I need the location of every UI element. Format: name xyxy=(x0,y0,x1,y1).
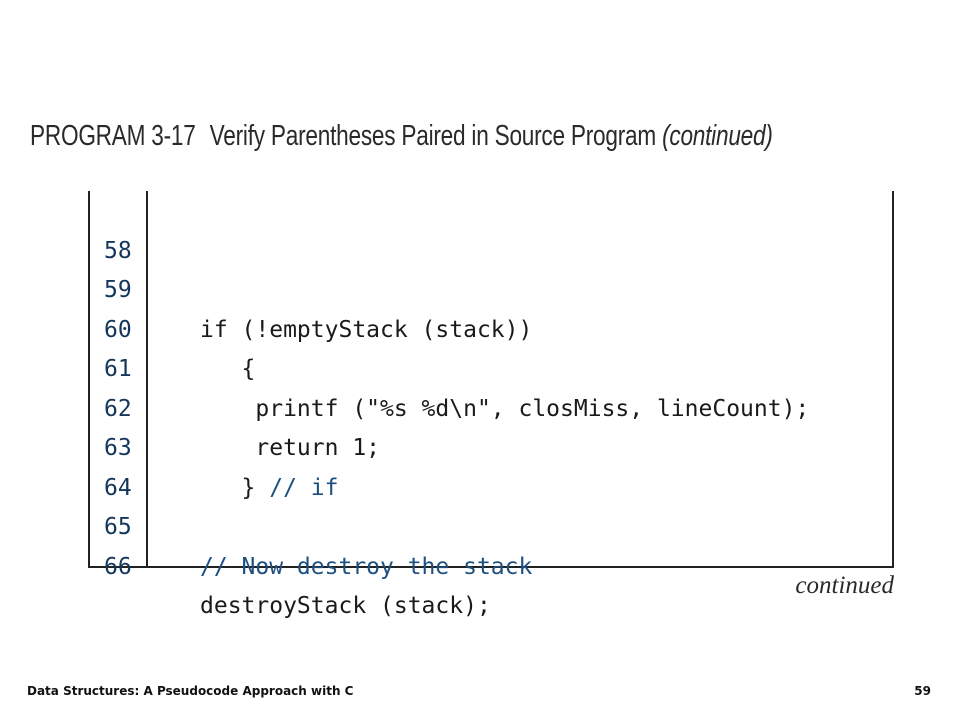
code-listing: 58 59 if (!emptyStack (stack)) 60 { 61 p… xyxy=(88,191,894,620)
code-line: 63 } // if xyxy=(90,390,892,501)
line-number: 59 xyxy=(104,277,132,303)
line-number: 63 xyxy=(104,435,132,461)
line-code: destroyStack (stack); xyxy=(200,593,491,619)
code-line: 64 xyxy=(90,429,892,501)
line-number: 61 xyxy=(104,356,132,382)
footer-page-number: 59 xyxy=(914,684,931,698)
code-line: 59 if (!emptyStack (stack)) xyxy=(90,232,892,343)
gutter-divider xyxy=(146,191,148,566)
line-code: { xyxy=(200,356,256,382)
line-number: 64 xyxy=(104,474,132,501)
line-number: 58 xyxy=(104,237,132,264)
continued-note: continued xyxy=(795,572,894,599)
line-number: 65 xyxy=(104,514,132,540)
code-segment: } xyxy=(200,474,270,501)
code-line: 61 printf ("%s %d\n", closMiss, lineCoun… xyxy=(90,311,892,422)
program-title-suffix: (continued) xyxy=(662,120,773,152)
code-line: 65 // Now destroy the stack xyxy=(90,469,892,580)
code-line: 60 { xyxy=(90,271,892,383)
line-code: printf ("%s %d\n", closMiss, lineCount); xyxy=(200,395,810,422)
line-comment: // Now destroy the stack xyxy=(200,553,533,580)
code-line: 66 destroyStack (stack); xyxy=(90,508,892,620)
line-code: if (!emptyStack (stack)) xyxy=(200,316,533,343)
line-number: 62 xyxy=(104,395,132,422)
inline-comment: // if xyxy=(269,474,339,501)
line-code-with-comment: } // if xyxy=(200,469,339,509)
program-title: Verify Parentheses Paired in Source Prog… xyxy=(209,120,657,152)
line-code: return 1; xyxy=(200,435,381,461)
footer-book-title: Data Structures: A Pseudocode Approach w… xyxy=(27,684,354,698)
program-label: PROGRAM 3-17 xyxy=(30,120,196,152)
line-number: 66 xyxy=(104,553,132,580)
program-heading: PROGRAM 3-17 Verify Parentheses Paired in… xyxy=(30,116,773,156)
line-number: 60 xyxy=(104,316,132,343)
code-line: 62 return 1; xyxy=(90,350,892,462)
code-line: 58 xyxy=(90,192,892,264)
code-lines: 58 59 if (!emptyStack (stack)) 60 { 61 p… xyxy=(90,192,892,620)
